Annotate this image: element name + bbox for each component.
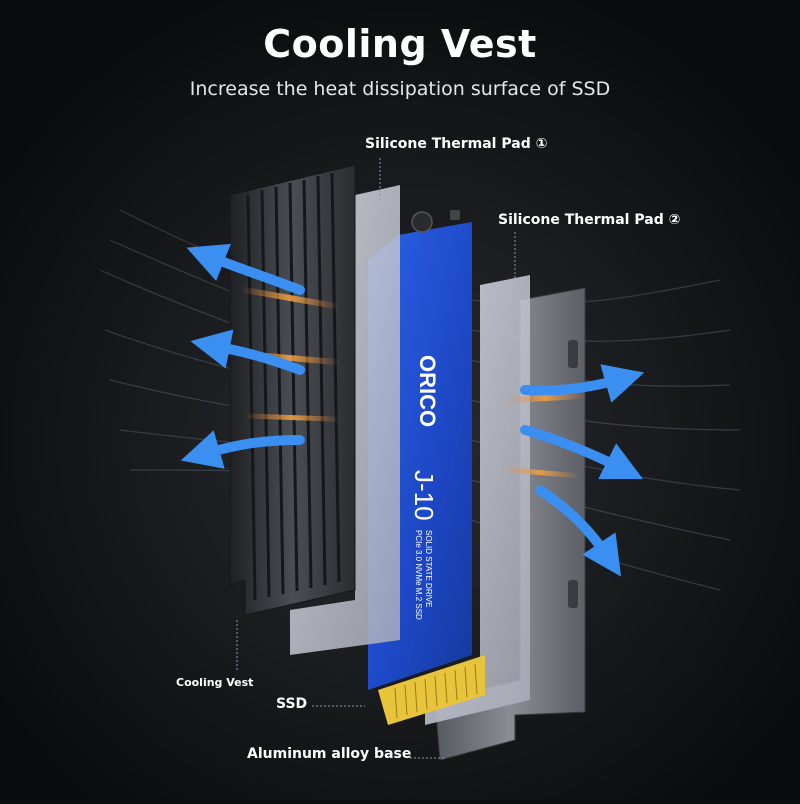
arrow-right-1 [520,364,645,403]
base-slot-top [568,340,578,368]
callout-cooling-vest: Cooling Vest [176,676,254,689]
thermal-pad-1 [290,185,400,655]
page-title: Cooling Vest [263,22,537,66]
page-subtitle: Increase the heat dissipation surface of… [189,78,611,100]
callout-aluminum-base: Aluminum alloy base [247,746,412,762]
heat-glow [239,286,586,479]
heatsink-fins [246,172,341,601]
arrow-left-1 [186,243,305,295]
ssd-line-2: PCIe 3.0 NVMe M.2 SSD [414,530,423,620]
callout-ssd: SSD [276,696,308,712]
ssd-line-1: SOLID STATE DRIVE [424,530,433,608]
arrow-left-2 [190,329,305,375]
ssd-brand-logo: ORICO [415,355,440,427]
ssd-mount-notch [411,211,433,233]
arrow-right-3 [535,485,622,577]
airflow-arrows-right [520,364,645,577]
arrow-left-3 [180,430,305,469]
cooling-vest-heatsink [229,164,356,616]
ssd-gold-connector [378,655,485,725]
aluminum-alloy-base [434,287,586,761]
ssd-model: J-10 [409,470,439,521]
callout-thermal-pad-1: Silicone Thermal Pad ① [365,136,548,152]
leader-lines [236,158,516,759]
callout-thermal-pad-2: Silicone Thermal Pad ② [498,212,681,228]
airflow-arrows-left [180,243,305,469]
base-slot-bottom [568,580,578,608]
ssd-chip [450,210,460,220]
arrow-right-2 [520,425,643,479]
thermal-pad-2 [425,275,530,725]
